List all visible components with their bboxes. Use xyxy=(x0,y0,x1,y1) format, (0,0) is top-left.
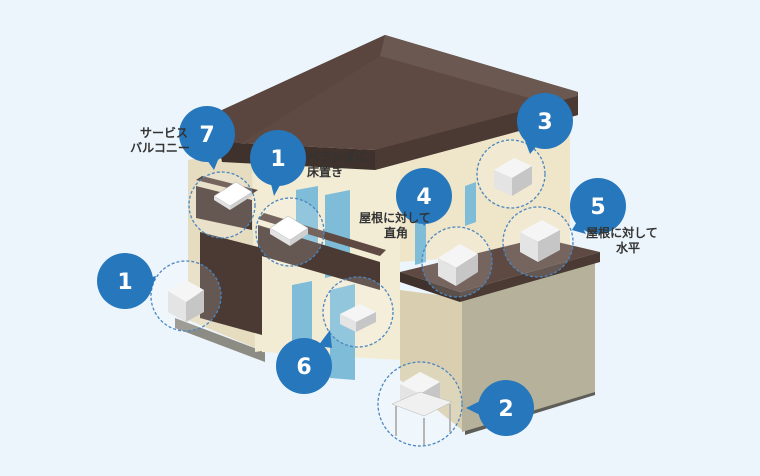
ac-units xyxy=(168,158,560,446)
connector-2 xyxy=(466,400,482,416)
ac-unit-wall-high xyxy=(494,158,532,196)
badge-5-number: 5 xyxy=(590,195,605,220)
number-badges: 7 1 1 4 3 5 6 2 xyxy=(97,93,626,436)
window-lower-2 xyxy=(330,284,355,380)
highlight-circles xyxy=(150,139,574,447)
badge-2: 2 xyxy=(478,380,534,436)
label-5-line-2: 水平 xyxy=(616,240,640,255)
label-7-line-2: バルコニー xyxy=(130,141,190,155)
ac-unit-veranda xyxy=(269,215,309,246)
main-roof-front-slope xyxy=(218,35,385,150)
badge-3: 3 xyxy=(517,93,573,149)
highlight-circle-1-veranda xyxy=(255,197,325,267)
extension-front xyxy=(400,290,462,430)
connector-5 xyxy=(572,220,586,234)
label-7-line-1: サービス xyxy=(140,125,188,140)
label-4-line-1: 屋根に対して xyxy=(359,210,431,225)
badge-2-number: 2 xyxy=(498,397,513,422)
window-upper-small-2 xyxy=(465,182,476,226)
badge-7-number: 7 xyxy=(199,123,214,148)
highlight-circle-2 xyxy=(377,361,463,447)
main-roof-ridge-face xyxy=(380,35,578,110)
highlight-circle-3 xyxy=(476,139,546,209)
window-lower-1 xyxy=(292,281,312,357)
ac-unit-service-balcony xyxy=(213,181,253,210)
label-5-line-1: 屋根に対して xyxy=(586,225,658,240)
badge-4-number: 4 xyxy=(416,185,431,210)
badge-5: 5 xyxy=(570,178,626,234)
house xyxy=(175,35,600,435)
badge-1-ground: 1 xyxy=(97,253,153,309)
highlight-circle-6 xyxy=(322,276,394,348)
lower-roof-edge-side xyxy=(460,252,600,302)
foundation-left xyxy=(175,318,265,362)
label-1-veranda-line-1: ベランダに xyxy=(307,149,367,164)
label-4-line-2: 直角 xyxy=(384,225,408,240)
label-1-veranda-line-2: 床置き xyxy=(307,164,343,179)
ac-unit-roof-perpendicular xyxy=(438,244,478,286)
porch-wall xyxy=(200,232,262,335)
highlight-circle-4 xyxy=(421,226,493,298)
badge-3-number: 3 xyxy=(537,110,552,135)
badge-6-number: 6 xyxy=(296,355,311,380)
connector-6 xyxy=(318,330,332,348)
highlight-circle-7 xyxy=(188,171,256,239)
labels: サービス バルコニー ベランダに 床置き 屋根に対して 直角 屋根に対して 水平 xyxy=(130,125,658,255)
badge-1-veranda-number: 1 xyxy=(270,147,285,172)
ac-unit-wall-mounted xyxy=(340,304,376,332)
badge-7: 7 xyxy=(179,106,235,162)
badge-1-veranda: 1 xyxy=(250,130,306,186)
highlight-circle-1-ground xyxy=(150,260,222,332)
badge-4: 4 xyxy=(396,168,452,224)
ac-unit-ground xyxy=(168,280,204,322)
ac-unit-on-stand xyxy=(391,372,453,446)
ac-unit-roof-parallel xyxy=(520,220,560,262)
badge-6: 6 xyxy=(276,338,332,394)
highlight-circle-5 xyxy=(502,206,574,278)
badge-1-ground-number: 1 xyxy=(117,270,132,295)
